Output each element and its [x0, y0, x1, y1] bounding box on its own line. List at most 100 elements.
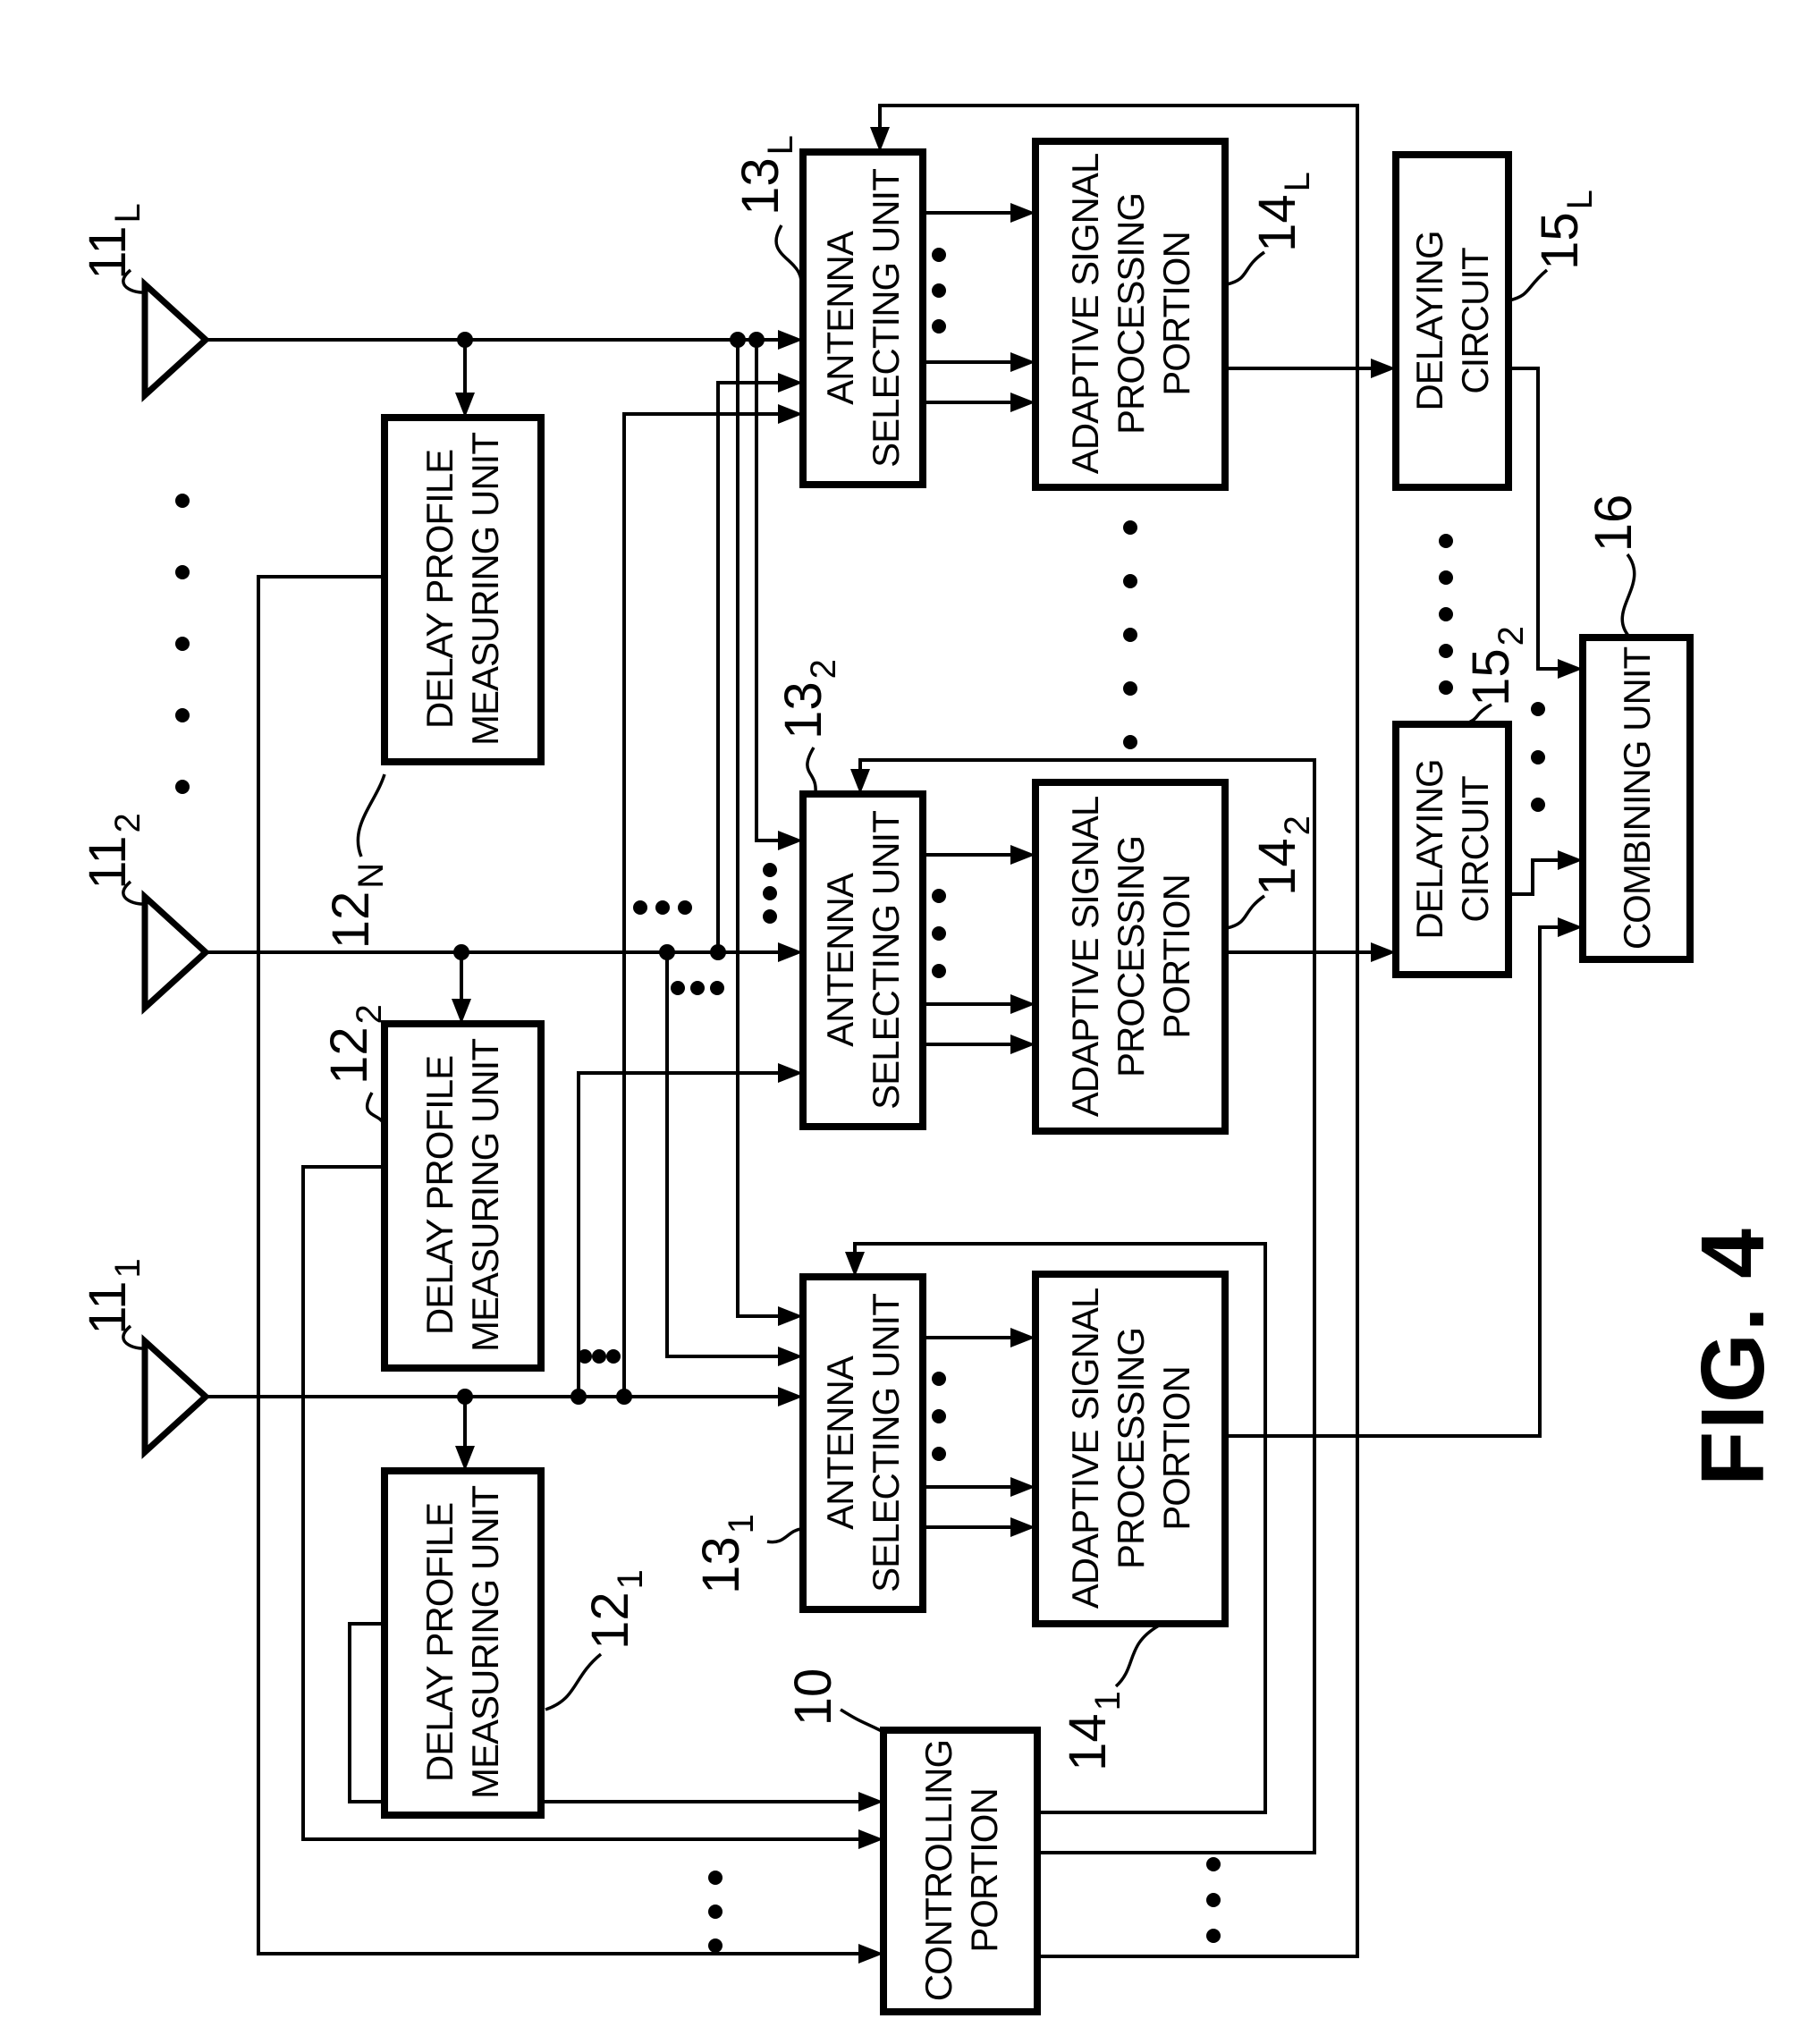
- label-152-line1: DELAYING: [1408, 759, 1450, 939]
- leader-12N: [356, 773, 386, 857]
- arrowheads: [452, 127, 1583, 1964]
- box-delaying-circuit-152: [1392, 721, 1512, 978]
- ref-label-142: 142: [1248, 815, 1317, 896]
- ellipsis-dot: [1531, 750, 1545, 764]
- label-132-line2: SELECTING UNIT: [865, 811, 907, 1110]
- junction-dot: [457, 332, 473, 348]
- arrowhead: [870, 127, 890, 152]
- ellipsis-dot: [1439, 644, 1453, 658]
- wire-10-to-131-control: [853, 1242, 1267, 1814]
- ellipsis-dot: [708, 1905, 723, 1919]
- arrowhead: [850, 769, 870, 794]
- box-delay-profile-measuring-unit-121: [381, 1467, 545, 1819]
- label-142-line3: PORTION: [1155, 874, 1197, 1039]
- box-antenna-selecting-unit-13L: [799, 148, 926, 488]
- ellipsis-dot: [932, 1372, 946, 1386]
- label-14L-line3: PORTION: [1155, 232, 1197, 396]
- label-10-line1: CONTROLLING: [917, 1740, 959, 2001]
- junction-dot: [748, 332, 765, 348]
- ellipsis-dot: [763, 863, 777, 877]
- arrowhead: [778, 1063, 803, 1083]
- wire-antL-to-13-2: [755, 340, 780, 842]
- leader-122: [365, 1092, 386, 1126]
- label-141-line3: PORTION: [1155, 1366, 1197, 1531]
- ref-label-16: 16: [1585, 494, 1643, 553]
- ellipsis-dot: [763, 886, 777, 900]
- ref-label-11L: 11L: [79, 203, 148, 279]
- label-12N-line2: MEASURING UNIT: [464, 433, 506, 746]
- leader-152: [1464, 703, 1492, 726]
- antenna-icon-111: [141, 1334, 211, 1459]
- junction-dot: [453, 944, 469, 960]
- arrowhead: [1010, 1517, 1035, 1537]
- arrowhead: [778, 1347, 803, 1366]
- arrowhead: [778, 942, 803, 962]
- label-142-line1: ADAPTIVE SIGNAL: [1064, 797, 1106, 1117]
- label-14L-line1: ADAPTIVE SIGNAL: [1064, 154, 1106, 474]
- ellipsis-dot: [932, 1409, 946, 1423]
- arrowhead: [1010, 352, 1035, 372]
- ellipsis-dot: [1439, 570, 1453, 585]
- ellipsis-dot: [1531, 798, 1545, 812]
- ref-label-14L: 14L: [1248, 172, 1317, 252]
- label-121-line2: MEASURING UNIT: [464, 1486, 506, 1799]
- box-combining-unit-16: [1579, 634, 1694, 963]
- junction-dot: [710, 944, 726, 960]
- arrowhead: [845, 1252, 865, 1277]
- figure-caption: FIG. 4: [1683, 1227, 1783, 1486]
- junction-dot: [616, 1389, 632, 1405]
- ellipsis-dot: [932, 248, 946, 262]
- arrowhead: [858, 1792, 883, 1812]
- arrowhead: [455, 393, 475, 418]
- wire-121-to-10: [348, 1622, 860, 1803]
- ellipsis-dot: [175, 494, 190, 508]
- leader-lines: [122, 224, 1636, 1733]
- leader-13L: [774, 224, 803, 285]
- ellipsis-dot: [1439, 680, 1453, 695]
- arrowhead: [1010, 845, 1035, 865]
- ref-label-13L: 13L: [731, 135, 800, 215]
- ellipsis-dot: [655, 900, 670, 915]
- arrowhead: [1558, 917, 1583, 937]
- arrowhead: [858, 1829, 883, 1849]
- ellipsis-dot: [710, 981, 724, 995]
- ellipsis-dot: [932, 964, 946, 978]
- wire-antL-to-13-1: [736, 340, 780, 1318]
- leader-141: [1114, 1624, 1160, 1688]
- arrowhead: [778, 404, 803, 424]
- leader-112: [122, 880, 148, 906]
- ellipsis-dot: [1123, 735, 1137, 749]
- ellipsis-dot: [932, 283, 946, 298]
- arrowhead: [1558, 659, 1583, 679]
- ellipsis-dot: [678, 900, 692, 915]
- ellipsis-dot: [932, 926, 946, 941]
- ref-label-12N: 12N: [322, 863, 391, 949]
- arrowhead: [778, 1306, 803, 1326]
- box-adaptive-signal-processing-portion-14L: [1032, 138, 1229, 491]
- ellipsis-dot: [175, 565, 190, 579]
- ref-label-15L: 15L: [1531, 190, 1600, 270]
- ellipsis-dot: [175, 637, 190, 651]
- box-delay-profile-measuring-unit-122: [381, 1020, 545, 1372]
- label-141-line1: ADAPTIVE SIGNAL: [1064, 1288, 1106, 1609]
- ref-label-111: 111: [79, 1258, 148, 1334]
- arrowhead: [1010, 1477, 1035, 1497]
- ellipsis-dot: [1206, 1857, 1221, 1871]
- label-14L-line2: PROCESSING: [1110, 193, 1152, 435]
- box-delay-profile-measuring-unit-12N: [381, 414, 545, 765]
- ellipsis-dot: [708, 1871, 723, 1885]
- ellipsis-dot: [592, 1349, 606, 1364]
- ellipsis-dot: [578, 1349, 592, 1364]
- ellipsis-dot: [763, 909, 777, 924]
- label-131-line1: ANTENNA: [819, 1356, 861, 1530]
- wire-ant2-to-13-1: [665, 952, 780, 1358]
- ellipsis-dot: [1123, 520, 1137, 535]
- label-15L-line1: DELAYING: [1408, 231, 1450, 410]
- label-13L-line1: ANTENNA: [819, 231, 861, 405]
- wire-ant1-to-13-2: [577, 1071, 780, 1397]
- antenna-symbols: [141, 277, 211, 1459]
- ellipsis-dot: [1123, 681, 1137, 696]
- wire-10-to-13L-control: [878, 104, 1359, 1958]
- leader-11L: [122, 268, 148, 294]
- box-adaptive-signal-processing-portion-142: [1032, 779, 1229, 1135]
